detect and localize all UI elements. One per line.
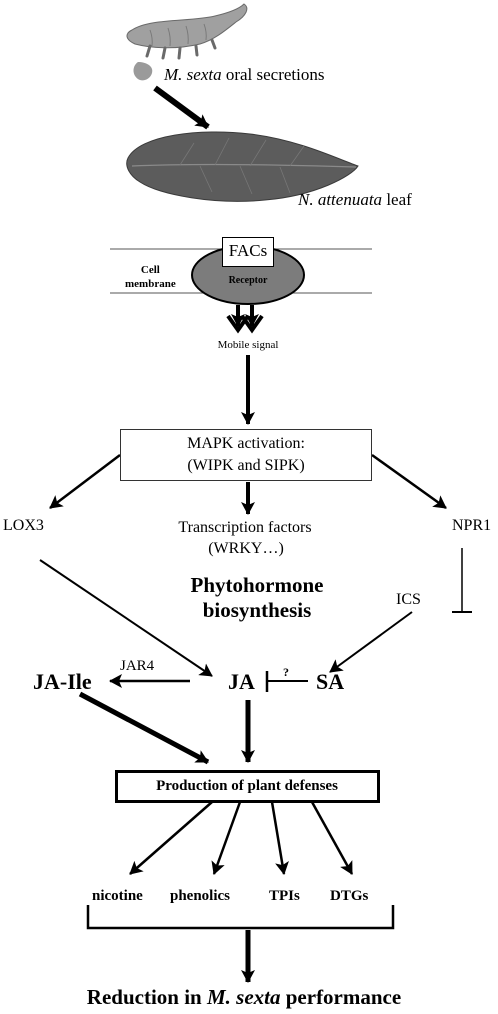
mapk-line2: (WIPK and SIPK)	[187, 457, 305, 474]
defenses-box	[115, 770, 380, 803]
transcription-line1: Transcription factors	[178, 519, 312, 536]
leaf-label: N. attenuata leaf	[298, 190, 412, 209]
arrow-mapk-to-npr1	[371, 453, 447, 510]
arrow-defenses-to-tpis	[270, 801, 289, 875]
question-mark: ?	[283, 665, 289, 679]
ja-label: JA	[228, 669, 255, 694]
cell-membrane-label: Cell membrane	[125, 264, 176, 291]
mapk-line1: MAPK activation:	[187, 435, 305, 452]
arrow-lox3-to-ja	[39, 559, 213, 677]
lox3-label: LOX3	[3, 517, 44, 534]
secretion-droplet	[133, 62, 153, 81]
arrow-secretion-to-leaf	[153, 85, 210, 130]
phytohormone-line1: Phytohormone	[190, 573, 324, 597]
leaf-illustration	[126, 131, 359, 202]
arrow-defenses-to-nicotine	[129, 801, 213, 875]
result-label: Reduction in M. sexta performance	[86, 985, 402, 1009]
output-nicotine: nicotine	[92, 888, 143, 904]
arrow-defenses-to-phenolics	[211, 801, 242, 875]
mobile-signal-label: Mobile signal	[217, 339, 279, 351]
facs-box	[222, 237, 274, 267]
npr1-label: NPR1	[452, 517, 492, 534]
facs-label: FACs	[228, 241, 268, 260]
phytohormone-line2: biosynthesis	[202, 598, 312, 622]
mapk-box	[120, 429, 372, 481]
arrow-mapk-to-lox3	[49, 454, 121, 509]
receptor-label: Receptor	[228, 275, 268, 286]
arrow-ics-to-sa	[329, 611, 413, 673]
arrow-defenses-to-dtgs	[310, 801, 354, 875]
ja-ile-label: JA-Ile	[33, 669, 92, 694]
jar4-label: JAR4	[120, 658, 155, 674]
outputs-bracket	[86, 905, 395, 930]
output-tpis: TPIs	[269, 888, 300, 904]
ics-label: ICS	[396, 591, 421, 608]
output-dtgs: DTGs	[330, 888, 369, 904]
sa-label: SA	[316, 669, 345, 694]
secretions-label: M. sexta oral secretions	[164, 65, 325, 84]
arrow-jaile-to-defenses	[78, 691, 210, 765]
output-phenolics: phenolics	[170, 888, 231, 904]
caterpillar-illustration	[126, 3, 248, 60]
transcription-line2: (WRKY…)	[208, 540, 284, 557]
defenses-label: Production of plant defenses	[156, 778, 338, 794]
